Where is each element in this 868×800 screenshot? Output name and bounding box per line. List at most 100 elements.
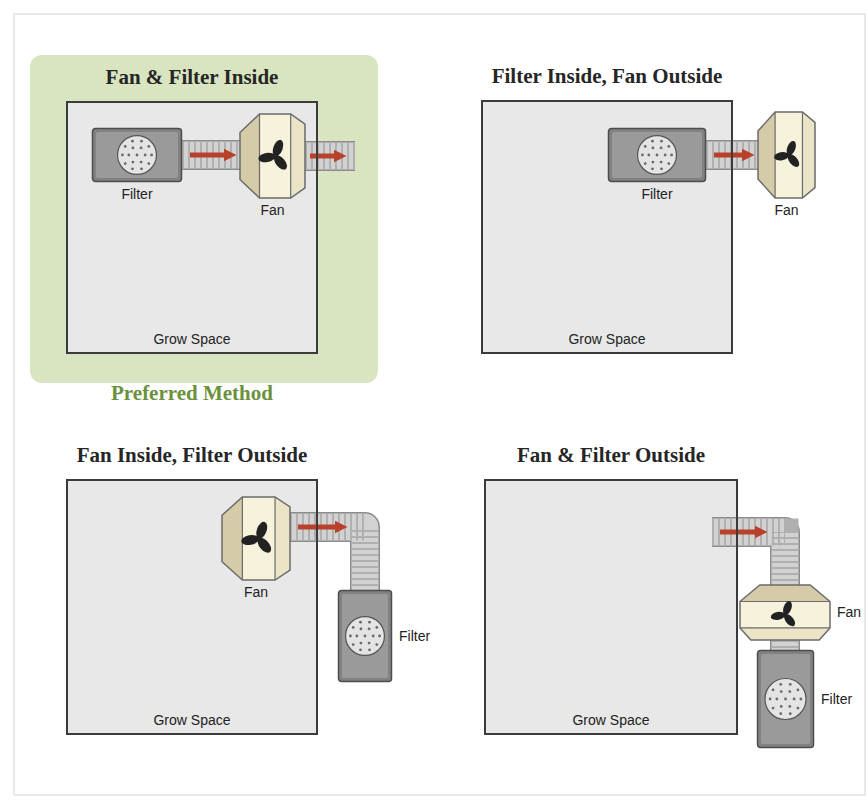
filter-hole (651, 167, 654, 170)
fan-outline (758, 112, 815, 198)
fan-inlet (758, 112, 775, 198)
fan-body (240, 114, 305, 198)
filter-unit: Filter (608, 128, 706, 182)
filter-hole (147, 162, 150, 165)
filter-hole (150, 154, 153, 157)
fan-inlet (240, 114, 260, 198)
flow-arrow (714, 153, 748, 158)
duct-ribs (290, 527, 365, 590)
filter-hole (368, 621, 371, 624)
filter-hole (132, 147, 135, 150)
filter-intake (346, 617, 385, 656)
filter-unit: Filter (757, 650, 814, 748)
fan-unit: Fan (222, 497, 290, 580)
duct-outline (182, 140, 240, 170)
filter-hole (359, 648, 362, 651)
filter-hole (667, 162, 670, 165)
grow-space-box: FanFan Inside, Filter OutsideGrow Space (66, 479, 318, 735)
duct-connector (182, 155, 240, 156)
filter-hole (355, 635, 358, 638)
filter-hole (667, 145, 670, 148)
duct-outline (712, 532, 785, 585)
filter-hole (797, 707, 800, 710)
fan-outlet (275, 497, 290, 580)
filter-hole (375, 643, 378, 646)
duct-body (772, 640, 799, 650)
filter-hole (780, 705, 783, 708)
filter-hole (124, 162, 127, 165)
filter-hole (131, 167, 134, 170)
fan-symbol (758, 112, 815, 198)
duct-body (290, 527, 365, 590)
filter-unit: Filter (338, 590, 392, 682)
filter-hole (799, 698, 802, 701)
filter-hole (772, 707, 775, 710)
part-label: Fan (244, 584, 268, 601)
filter-hole (772, 689, 775, 692)
fan-body (740, 585, 830, 640)
part-label: Filter (121, 186, 152, 203)
filter-hole (352, 643, 355, 646)
page-frame (14, 14, 865, 795)
filter-hole (779, 683, 782, 686)
fan-body (758, 112, 815, 198)
grow-space-box: FilterFilter Inside, Fan OutsideGrow Spa… (481, 100, 733, 354)
filter-hole (360, 642, 363, 645)
filter-hole (664, 154, 667, 157)
fan-propeller (240, 520, 273, 555)
filter-face (342, 594, 388, 678)
grow-space-label: Grow Space (572, 712, 649, 729)
fan-outline (222, 497, 290, 580)
filter-hole (360, 628, 363, 631)
duct-ribs (712, 532, 785, 585)
filter-symbol (757, 650, 814, 748)
filter-hole (660, 167, 663, 170)
flow-arrow (298, 525, 341, 530)
fan-outline (240, 114, 305, 198)
filter-hole (670, 154, 673, 157)
grow-space-label: Grow Space (153, 712, 230, 729)
filter-hole (647, 154, 650, 157)
fan-hub (786, 152, 791, 157)
recommendation-label: Preferred Method (111, 381, 273, 405)
fan-unit: Fan (740, 585, 830, 640)
filter-housing (609, 129, 706, 182)
grow-space-box: FilterFanFan & Filter InsideGrow Space (66, 101, 318, 354)
fan-hub (272, 153, 278, 159)
filter-hole (660, 140, 663, 143)
filter-hole (124, 145, 127, 148)
filter-hole (660, 147, 663, 150)
fan-outline (740, 585, 830, 640)
duct-ribs (772, 640, 799, 650)
filter-hole (121, 154, 124, 157)
fan-unit: Fan (758, 112, 815, 198)
filter-hole (140, 147, 143, 150)
outlet-duct (305, 156, 355, 157)
filter-hole (789, 712, 792, 715)
duct-outline (770, 640, 800, 650)
part-label: Fan (837, 604, 861, 621)
filter-face (761, 654, 810, 744)
grow-space-fill (485, 480, 737, 734)
fan-symbol (240, 114, 305, 198)
filter-hole (140, 140, 143, 143)
filter-symbol (608, 128, 706, 182)
fan-symbol (740, 585, 830, 640)
part-label: Filter (399, 628, 430, 645)
flow-arrow (310, 154, 340, 159)
fan-blade (786, 152, 802, 169)
filter-hole (372, 635, 375, 638)
filter-hole (656, 154, 659, 157)
filter-hole (793, 698, 796, 701)
fan-blade (255, 535, 274, 555)
grow-space-box: Fan & Filter OutsideGrow Space (484, 479, 738, 735)
filter-hole (651, 140, 654, 143)
filter-hole (132, 161, 135, 164)
grow-space-label: Grow Space (568, 331, 645, 348)
part-label: Fan (260, 202, 284, 219)
filter-hole (775, 698, 778, 701)
fan-hub (782, 612, 787, 617)
fan-seam (740, 601, 830, 602)
duct-ribs (182, 142, 240, 169)
filter-hole (140, 167, 143, 170)
